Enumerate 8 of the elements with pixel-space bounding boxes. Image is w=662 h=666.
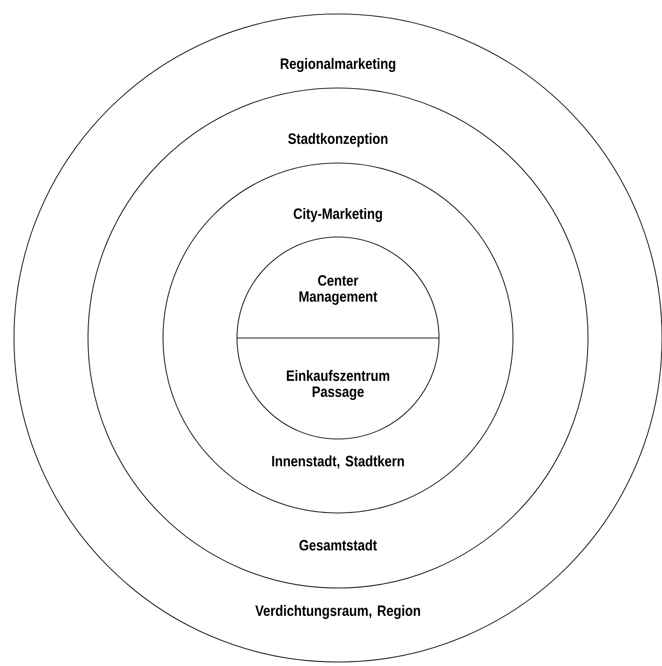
ring-label: Center Management bbox=[299, 275, 378, 305]
ring-label: Einkaufszentrum Passage bbox=[286, 370, 390, 400]
ring-label: Stadtkonzeption bbox=[288, 133, 388, 147]
ring-label: City-Marketing bbox=[294, 208, 382, 222]
ring-label: Verdichtungsraum, Region bbox=[255, 604, 420, 620]
ring-label: Innenstadt, Stadtkern bbox=[272, 455, 404, 469]
ring-label: Regionalmarketing bbox=[280, 58, 396, 72]
ring-label: Gesamtstadt bbox=[299, 540, 377, 550]
